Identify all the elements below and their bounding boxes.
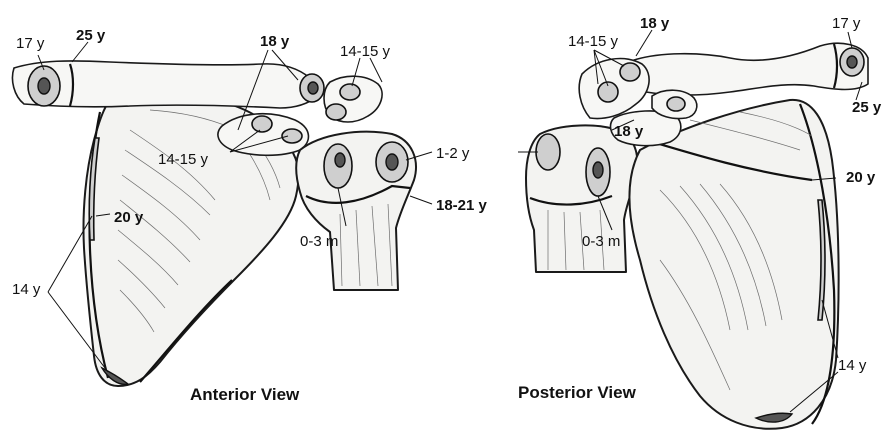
anterior-acromion-ossification-1 — [340, 84, 360, 100]
posterior-view-title: Posterior View — [518, 383, 637, 402]
label-posterior-acromion-base: 18 y — [614, 123, 644, 140]
label-posterior-greater-tuberosity: 0-3 m — [582, 233, 620, 250]
posterior-scapula-body — [629, 100, 838, 429]
posterior-clavicle — [631, 43, 868, 95]
label-posterior-acromion-18: 18 y — [640, 15, 670, 32]
label-anterior-inferior-angle: 14 y — [12, 281, 41, 298]
label-anterior-coracoid: 14-15 y — [158, 151, 209, 168]
posterior-clavicle-lateral-center — [847, 56, 857, 68]
anterior-clavicle-medial-center — [38, 78, 50, 94]
anterior-view-title: Anterior View — [190, 385, 300, 404]
label-posterior-acromion-top: 14-15 y — [568, 33, 619, 50]
posterior-coracoid-ossification — [667, 97, 685, 111]
label-anterior-humeral-head: 1-2 y — [436, 145, 470, 162]
label-anterior-medial-border: 20 y — [114, 209, 144, 226]
label-anterior-humeral-physis: 18-21 y — [436, 197, 488, 214]
anterior-humeral-head-center — [386, 154, 398, 170]
anterior-view: 17 y 25 y 18 y 14-15 y 14-15 y 1-2 y 18-… — [12, 27, 488, 404]
posterior-humeral-head-ossification — [536, 134, 560, 170]
posterior-view: 14-15 y 18 y 17 y 25 y 18 y 20 y 0-3 m 1… — [518, 15, 882, 429]
label-posterior-inferior-angle: 14 y — [838, 357, 867, 374]
anterior-lesser-tuberosity-center — [335, 153, 345, 167]
label-posterior-clavicle-lateral-2: 25 y — [852, 99, 882, 116]
label-anterior-acromion-top: 18 y — [260, 33, 290, 50]
label-anterior-clavicle-medial: 17 y — [16, 35, 45, 52]
anterior-coracoid-ossification-2 — [282, 129, 302, 143]
anterior-acromion-ossification-2 — [326, 104, 346, 120]
anterior-clavicle-lateral-center — [308, 82, 318, 94]
label-anterior-lesser-tuberosity: 0-3 m — [300, 233, 338, 250]
label-posterior-medial-border: 20 y — [846, 169, 876, 186]
label-anterior-acromion-right: 14-15 y — [340, 43, 391, 60]
posterior-greater-tuberosity-center — [593, 162, 603, 178]
anterior-coracoid-ossification-1 — [252, 116, 272, 132]
label-posterior-clavicle-lateral: 17 y — [832, 15, 861, 32]
label-anterior-clavicle-medial-2: 25 y — [76, 27, 106, 44]
